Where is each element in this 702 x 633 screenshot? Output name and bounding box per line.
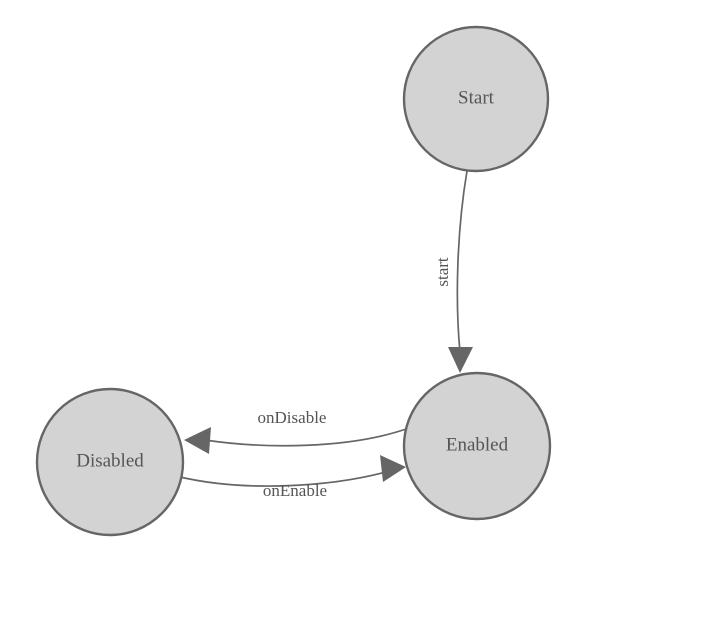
edge-enabled-to-disabled: onDisable [184,408,410,454]
arrowhead-enabled-to-disabled [184,427,211,454]
node-label-disabled: Disabled [76,450,144,471]
node-enabled[interactable]: Enabled [402,371,552,521]
edge-label-ondisable: onDisable [258,408,327,427]
node-start[interactable]: Start [402,25,550,173]
arrowhead-disabled-to-enabled [380,455,406,482]
node-circle-start[interactable] [402,25,550,173]
edge-label-start: start [433,257,452,287]
edge-label-onenable: onEnable [263,481,327,500]
node-circle-disabled[interactable] [35,387,185,537]
edge-start-to-enabled: start [433,170,473,373]
arrowhead-start-to-enabled [448,347,473,373]
node-label-start: Start [458,87,495,108]
edge-path-enabled-to-disabled [204,427,410,447]
node-circle-enabled[interactable] [402,371,552,521]
node-label-enabled: Enabled [446,434,509,455]
edge-path-disabled-to-enabled [179,471,387,487]
node-disabled[interactable]: Disabled [35,387,185,537]
edge-path-start-to-enabled [456,170,468,353]
edge-disabled-to-enabled: onEnable [179,455,406,500]
